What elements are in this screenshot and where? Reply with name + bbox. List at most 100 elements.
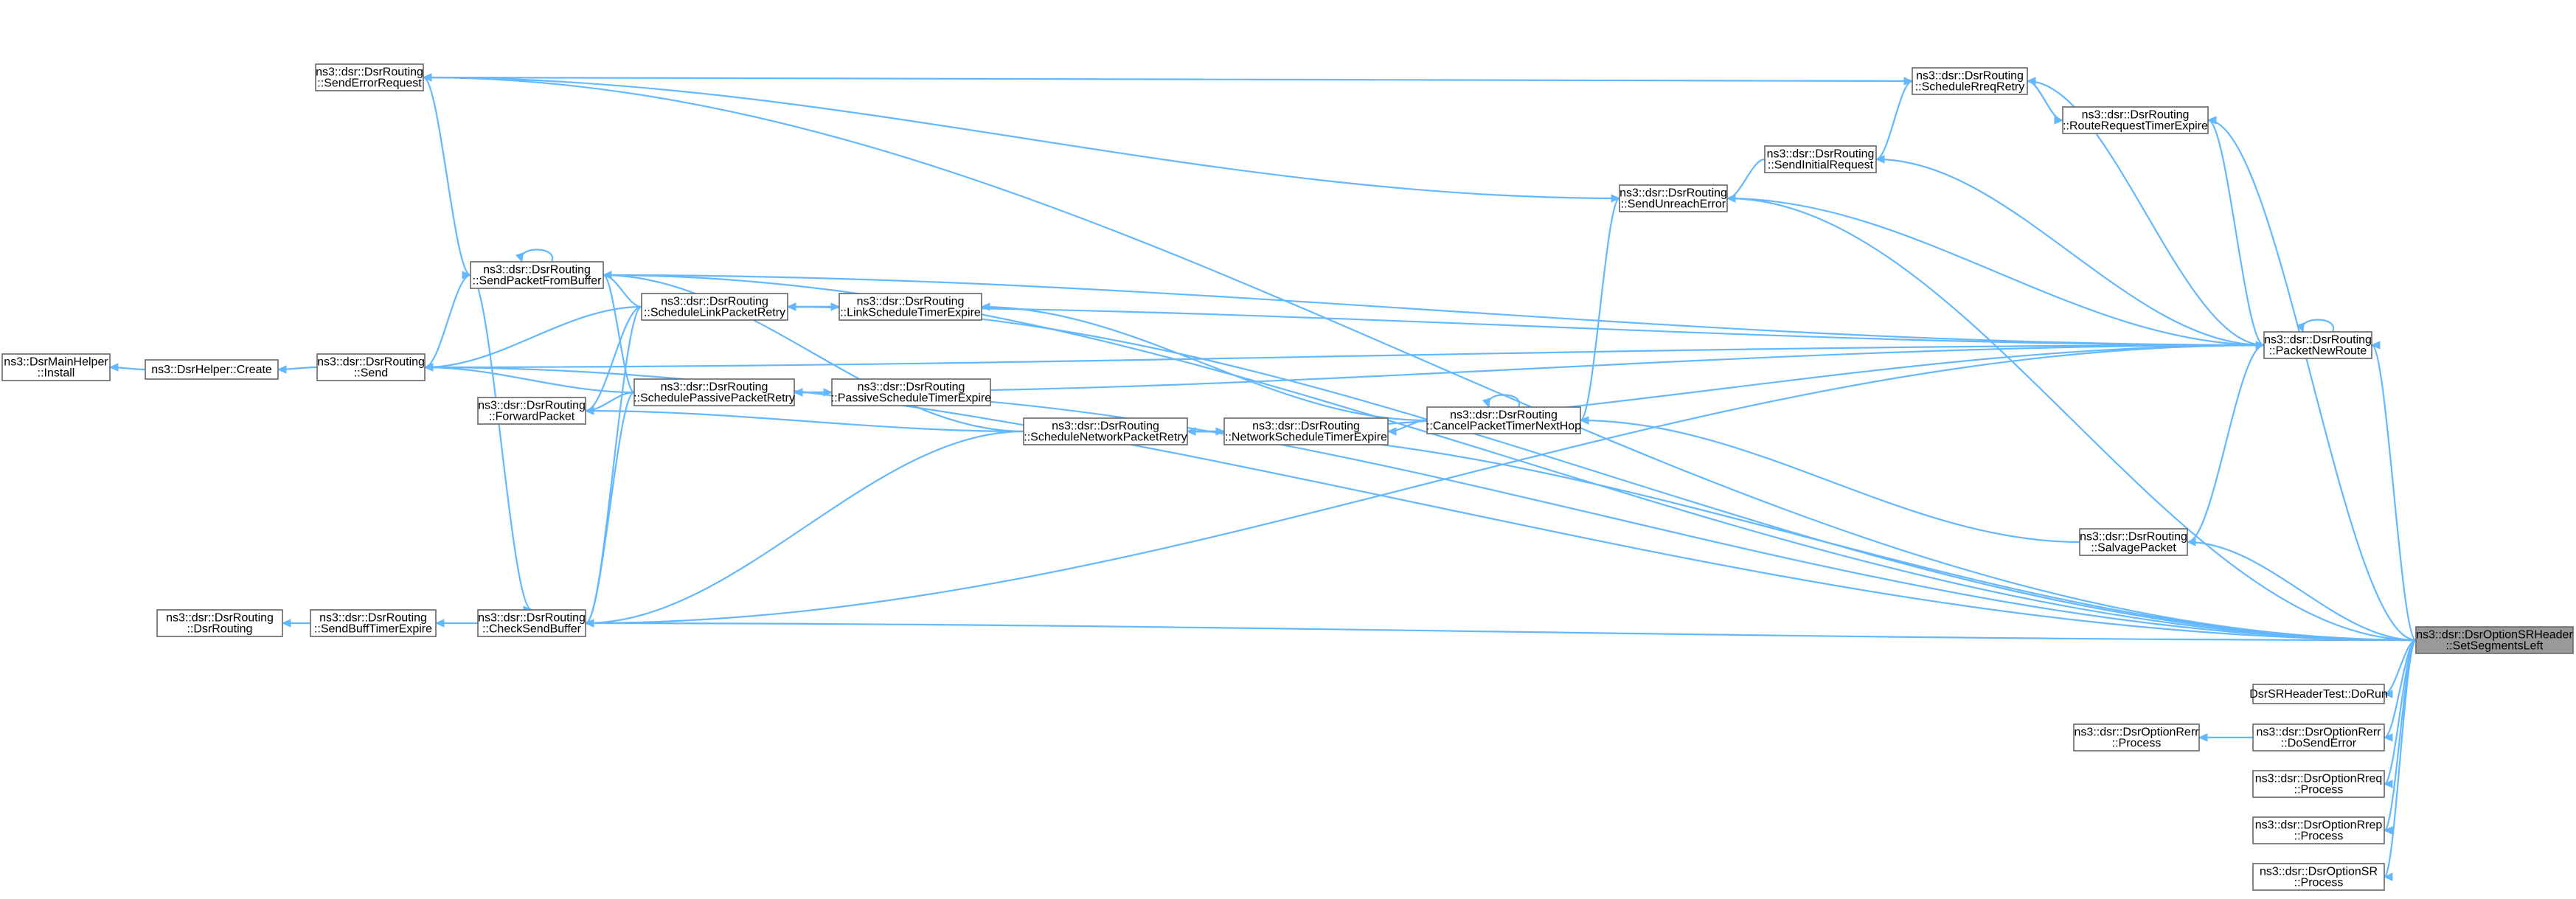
node-send-initial-request[interactable]: ns3::dsr::DsrRouting::SendInitialRequest <box>1764 145 1877 173</box>
edge-arrowhead <box>2207 116 2217 125</box>
edge-schedule-link-packet-retry-to-link-schedule-timer-expire <box>787 302 841 311</box>
node-label-line: ns3::dsr::DsrOptionRrep <box>2255 819 2383 832</box>
edge-send-to-helper-create <box>277 365 318 374</box>
node-label-line: ns3::dsr::DsrOptionSR <box>2260 866 2378 878</box>
edge-line <box>424 344 2265 369</box>
edge-line <box>585 305 642 625</box>
node-passive-schedule-timer-expire[interactable]: ns3::dsr::DsrRouting::PassiveScheduleTim… <box>831 378 991 406</box>
node-schedule-rreq-retry[interactable]: ns3::dsr::DsrRouting::ScheduleRreqRetry <box>1912 67 2028 95</box>
edge-packet-new-route-to-send-unreach-error <box>1726 194 2265 347</box>
node-label-line: ::CheckSendBuffer <box>482 623 582 636</box>
edge-line <box>585 430 1024 625</box>
edge-send-initial-request-to-schedule-rreq-retry <box>1875 77 1914 161</box>
function-nodes: ns3::dsr::DsrOptionSRHeader::SetSegments… <box>1 63 2574 891</box>
node-helper-create[interactable]: ns3::DsrHelper::Create <box>145 359 279 380</box>
edge-arrowhead <box>2296 322 2305 333</box>
edge-send-error-request-to-send-packet-from-buffer <box>423 76 472 280</box>
node-schedule-link-packet-retry[interactable]: ns3::dsr::DsrRouting::ScheduleLinkPacket… <box>641 293 788 321</box>
node-send-unreach-error[interactable]: ns3::dsr::DsrRouting::SendUnreachError <box>1619 184 1728 212</box>
node-send-error-request[interactable]: ns3::dsr::DsrRouting::SendErrorRequest <box>315 63 424 91</box>
edge-line <box>423 76 471 277</box>
node-check-send-buffer[interactable]: ns3::dsr::DsrRouting::CheckSendBuffer <box>477 609 586 637</box>
edge-line <box>424 305 642 369</box>
node-label-line: ::ForwardPacket <box>489 411 575 423</box>
node-box <box>633 378 795 406</box>
edge-arrowhead <box>602 271 612 280</box>
edge-schedule-rreq-retry-to-send-error-request <box>422 73 1913 83</box>
node-box <box>470 261 604 289</box>
node-label-line: ns3::DsrMainHelper <box>4 356 108 369</box>
node-box <box>1912 67 2028 95</box>
node-box <box>2252 863 2385 891</box>
node-salvage-packet[interactable]: ns3::dsr::DsrRouting::SalvagePacket <box>2079 528 2188 556</box>
node-sr-process[interactable]: ns3::dsr::DsrOptionSR::Process <box>2252 863 2385 891</box>
node-label-line: ns3::dsr::DsrRouting <box>316 66 423 79</box>
node-network-schedule-timer-expire[interactable]: ns3::dsr::DsrRouting::NetworkScheduleTim… <box>1223 417 1389 445</box>
edge-root-to-salvage-packet <box>2186 538 2417 642</box>
edge-line <box>603 274 642 308</box>
node-root[interactable]: ns3::dsr::DsrOptionSRHeader::SetSegments… <box>2415 626 2574 654</box>
node-packet-new-route[interactable]: ns3::dsr::DsrRouting::PacketNewRoute <box>2263 331 2372 359</box>
node-label-line: ::NetworkScheduleTimerExpire <box>1225 431 1387 444</box>
edge-line <box>2383 639 2417 878</box>
node-label-line: ::SendErrorRequest <box>317 77 422 90</box>
edge-line <box>787 305 2417 642</box>
node-label-line: ::DoSendError <box>2281 737 2357 750</box>
edge-line <box>603 274 2417 642</box>
node-send-packet-from-buffer[interactable]: ns3::dsr::DsrRouting::SendPacketFromBuff… <box>470 261 604 289</box>
node-box <box>1764 145 1877 173</box>
node-rreq-process[interactable]: ns3::dsr::DsrOptionRreq::Process <box>2252 770 2385 798</box>
node-box <box>2252 684 2385 704</box>
node-route-request-timer-expire[interactable]: ns3::dsr::DsrRouting::RouteRequestTimerE… <box>2062 106 2209 134</box>
edge-arrowhead <box>1611 194 1621 203</box>
edge-line <box>1580 419 2080 544</box>
node-label-line: ::ScheduleNetworkPacketRetry <box>1024 431 1187 444</box>
edge-rerr-do-send-error-to-rerr-process <box>2198 733 2254 742</box>
node-label-line: ns3::dsr::DsrRouting <box>1052 420 1159 433</box>
node-rerr-process[interactable]: ns3::dsr::DsrOptionRerr::Process <box>2073 723 2200 752</box>
node-main-helper-install[interactable]: ns3::DsrMainHelper::Install <box>1 353 111 381</box>
node-schedule-network-packet-retry[interactable]: ns3::dsr::DsrRouting::ScheduleNetworkPac… <box>1023 417 1188 445</box>
node-box <box>156 609 283 637</box>
edge-line <box>2187 541 2417 642</box>
edge-line <box>603 274 635 394</box>
node-box <box>2252 816 2385 844</box>
node-label-line: ::Install <box>38 367 75 380</box>
node-cancel-packet-timer-next-hop[interactable]: ns3::dsr::DsrRouting::CancelPacketTimerN… <box>1426 406 1581 434</box>
node-dsr-routing[interactable]: ns3::dsr::DsrRouting::DsrRouting <box>156 609 283 637</box>
edge-arrowhead <box>423 363 434 372</box>
node-do-run[interactable]: DsrSRHeaderTest::DoRun <box>2249 684 2388 704</box>
edge-root-to-schedule-network-packet-retry <box>1186 427 2417 642</box>
edge-arrowhead <box>2383 780 2393 788</box>
node-send-buff-timer-expire[interactable]: ns3::dsr::DsrRouting::SendBuffTimerExpir… <box>310 609 437 637</box>
node-label-line: ::RouteRequestTimerExpire <box>2063 120 2208 133</box>
edge-arrowhead <box>1215 427 1226 436</box>
node-label-line: ns3::dsr::DsrRouting <box>1619 187 1727 200</box>
edge-arrowhead <box>2255 341 2266 350</box>
node-label-line: ns3::dsr::DsrOptionSRHeader <box>2416 629 2573 642</box>
node-schedule-passive-packet-retry[interactable]: ns3::dsr::DsrRouting::SchedulePassivePac… <box>633 378 795 406</box>
edge-line <box>1726 197 2265 347</box>
node-rerr-do-send-error[interactable]: ns3::dsr::DsrOptionRerr::DoSendError <box>2252 723 2385 752</box>
node-label-line: ns3::dsr::DsrRouting <box>1916 70 2024 83</box>
node-label-line: ns3::dsr::DsrRouting <box>2080 531 2187 544</box>
edge-arrowhead <box>2370 341 2381 350</box>
node-send[interactable]: ns3::dsr::DsrRouting::Send <box>316 353 426 381</box>
node-rrep-process[interactable]: ns3::dsr::DsrOptionRrep::Process <box>2252 816 2385 844</box>
edge-line <box>981 305 1428 422</box>
node-box <box>2415 626 2574 654</box>
edge-schedule-passive-packet-retry-to-passive-schedule-timer-expire <box>794 388 833 397</box>
node-label-line: ns3::dsr::DsrRouting <box>857 296 965 308</box>
edge-line <box>520 249 554 263</box>
node-link-schedule-timer-expire[interactable]: ns3::dsr::DsrRouting::LinkScheduleTimerE… <box>839 293 982 321</box>
edge-arrowhead <box>277 365 287 374</box>
edge-line <box>585 344 2265 625</box>
node-forward-packet[interactable]: ns3::dsr::DsrRouting::ForwardPacket <box>477 397 586 425</box>
node-label-line: ns3::dsr::DsrRouting <box>166 612 274 625</box>
edge-arrowhead <box>1482 398 1490 409</box>
edge-cancel-packet-timer-next-hop-to-link-schedule-timer-expire <box>980 302 1428 422</box>
edge-schedule-network-packet-retry-to-forward-packet <box>584 406 1024 433</box>
node-box <box>2073 723 2200 752</box>
edge-route-request-timer-expire-to-schedule-rreq-retry <box>2026 77 2063 122</box>
